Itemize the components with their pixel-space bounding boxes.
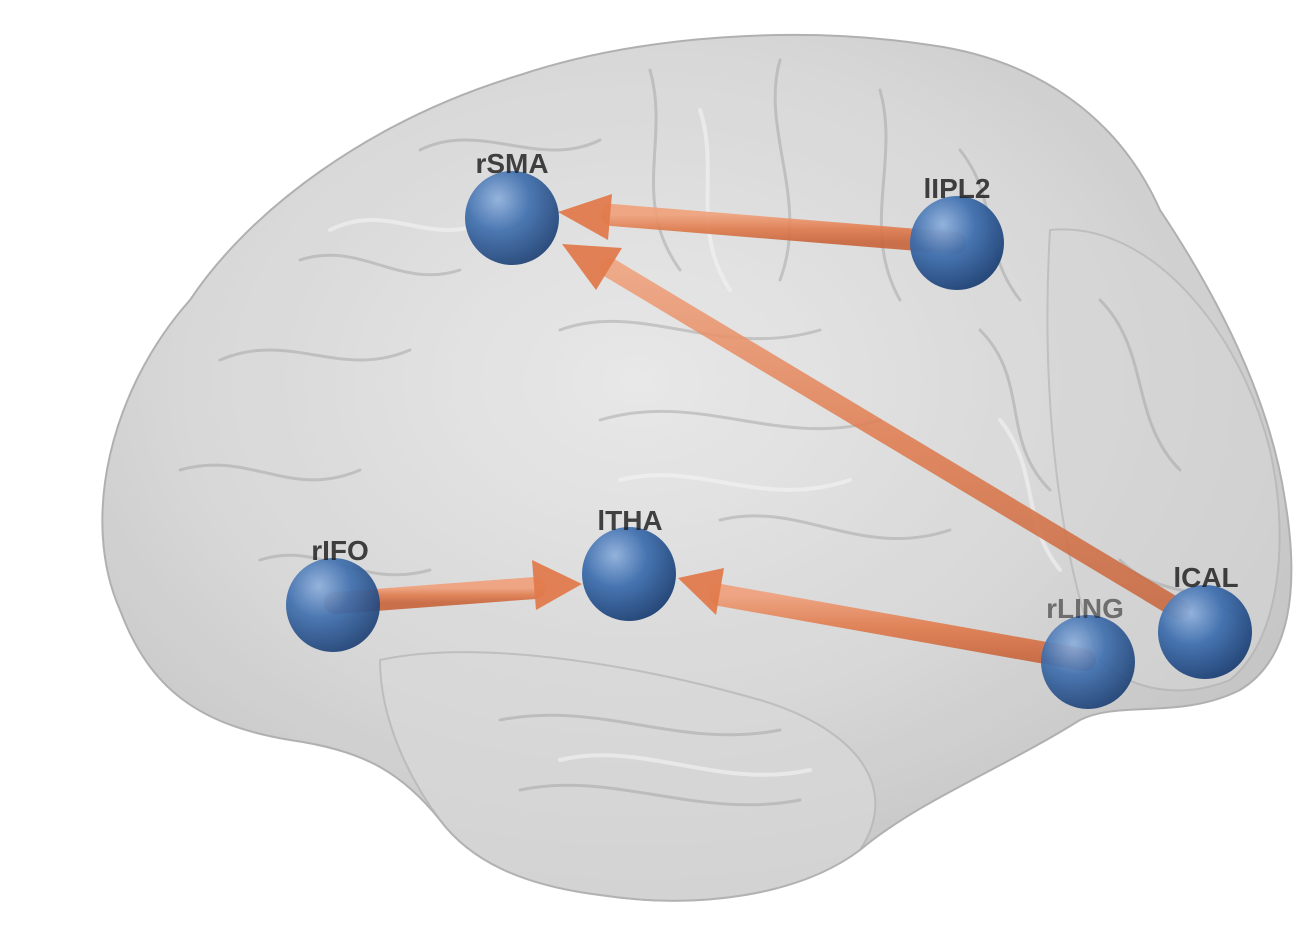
edge-rLING-to-lTHA — [678, 568, 1096, 671]
node-label: lIPL2 — [924, 173, 991, 204]
arrowhead-icon — [562, 244, 622, 290]
node-sphere — [1041, 615, 1135, 709]
node-rLING: rLING — [1041, 593, 1135, 709]
arrowhead-icon — [558, 194, 612, 240]
node-sphere — [465, 171, 559, 265]
node-sphere — [582, 527, 676, 621]
node-rSMA: rSMA — [465, 148, 559, 265]
node-label: rLING — [1046, 593, 1124, 624]
node-label: lCAL — [1173, 562, 1238, 593]
nodes: rSMA lIPL2 rIFO lTHA rLING lCAL — [286, 148, 1252, 709]
brain-temporal-lobe — [378, 651, 877, 902]
edges — [324, 194, 1190, 671]
node-label: rSMA — [475, 148, 548, 179]
node-sphere — [286, 558, 380, 652]
brain-surface — [101, 34, 1293, 902]
node-sphere — [1158, 585, 1252, 679]
node-label: rIFO — [311, 535, 369, 566]
node-label: lTHA — [597, 505, 662, 536]
node-sphere — [910, 196, 1004, 290]
edge-lIPL2-to-rSMA — [558, 194, 966, 254]
node-lIPL2: lIPL2 — [910, 173, 1004, 290]
arrowhead-icon — [532, 560, 582, 610]
node-rIFO: rIFO — [286, 535, 380, 652]
node-lTHA: lTHA — [582, 505, 676, 621]
edge-lCAL-to-rSMA — [562, 244, 1190, 620]
brain-sulci — [178, 58, 1242, 807]
node-lCAL: lCAL — [1158, 562, 1252, 679]
arrowhead-icon — [678, 568, 724, 615]
brain-highlights — [328, 108, 1062, 777]
